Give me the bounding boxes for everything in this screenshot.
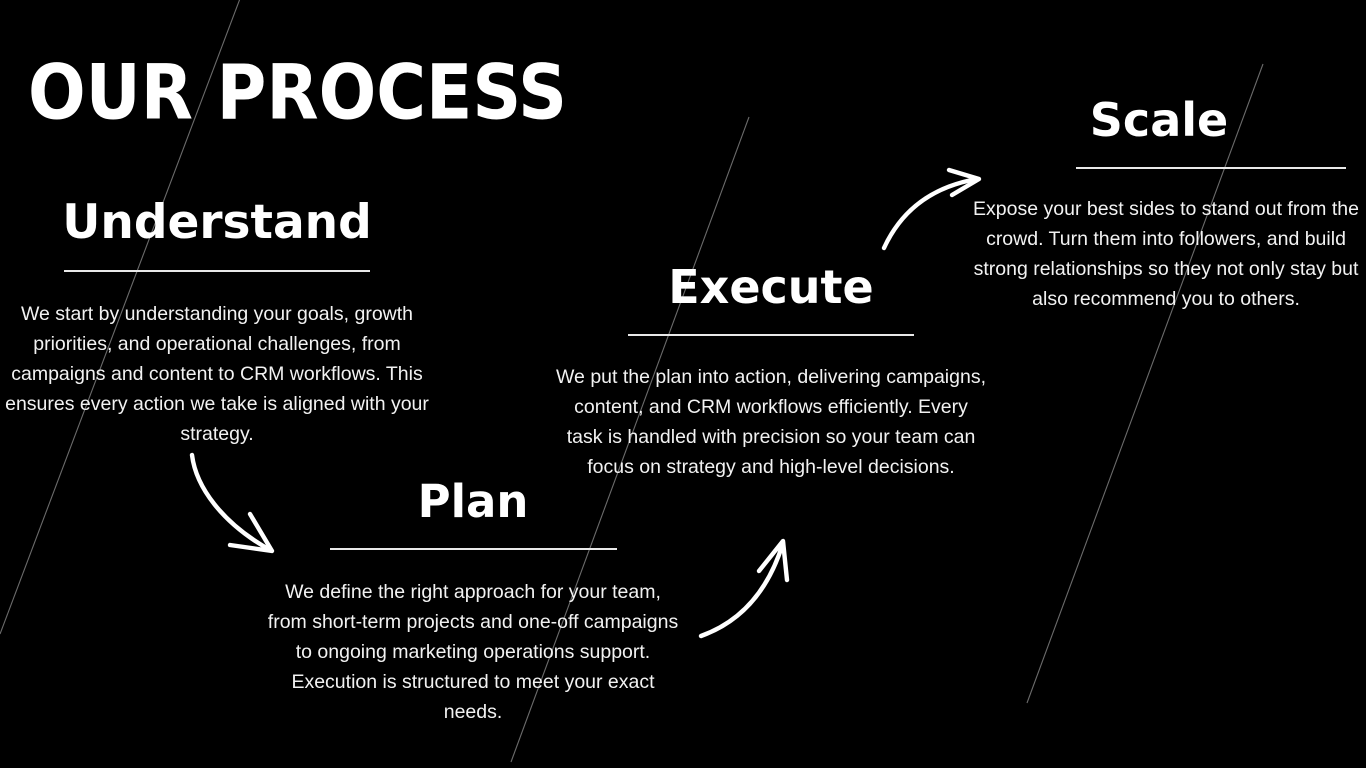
process-step-plan: Plan We define the right approach for yo…	[263, 478, 683, 727]
process-step-scale: Scale Expose your best sides to stand ou…	[952, 96, 1366, 314]
step-divider-plan	[329, 547, 617, 550]
step-body-plan: We define the right approach for your te…	[267, 580, 679, 723]
step-heading-plan: Plan	[417, 475, 529, 528]
process-step-execute: Execute We put the plan into action, del…	[555, 263, 987, 482]
step-heading-understand: Understand	[62, 195, 372, 250]
step-body-scale: Expose your best sides to stand out from…	[973, 197, 1359, 310]
step-heading-execute: Execute	[668, 260, 874, 314]
step-body-execute: We put the plan into action, delivering …	[556, 365, 986, 478]
step-divider-execute	[628, 333, 914, 336]
arrow-plan-to-execute-icon	[698, 538, 790, 639]
step-divider-scale	[1076, 166, 1346, 169]
step-body-understand: We start by understanding your goals, gr…	[5, 302, 429, 445]
arrow-understand-to-plan-icon	[189, 452, 275, 554]
page-title: OUR PROCESS	[28, 50, 568, 138]
step-divider-understand	[64, 269, 370, 272]
process-step-understand: Understand We start by understanding you…	[0, 198, 434, 449]
step-heading-scale: Scale	[1089, 93, 1229, 147]
